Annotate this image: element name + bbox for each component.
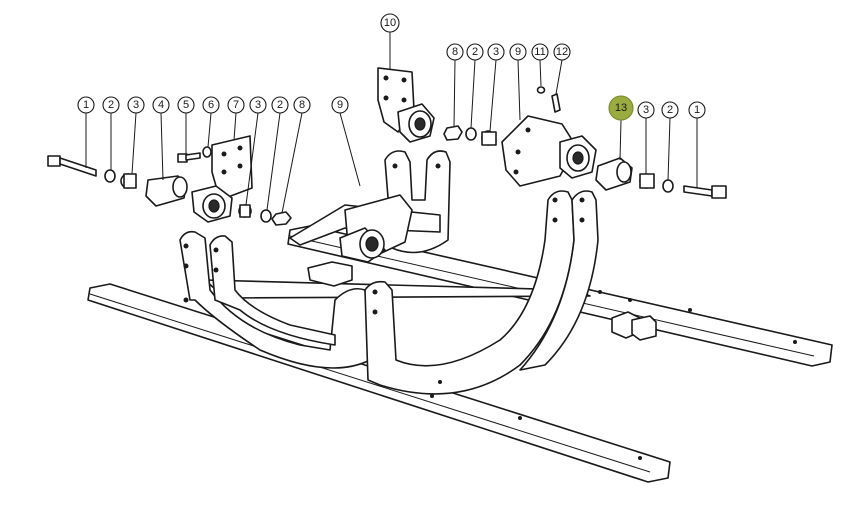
center-engine-mount bbox=[339, 194, 413, 263]
callout-12: 12 bbox=[553, 43, 571, 61]
callout-8: 8 bbox=[446, 43, 464, 61]
callout-label: 2 bbox=[277, 99, 283, 111]
callout-1: 1 bbox=[77, 96, 95, 114]
callout-label: 12 bbox=[556, 46, 568, 58]
callout-10: 10 bbox=[380, 13, 400, 33]
callout-label: 3 bbox=[643, 104, 649, 116]
callout-label: 9 bbox=[337, 99, 343, 111]
callout-3: 3 bbox=[487, 43, 505, 61]
callout-2: 2 bbox=[661, 101, 679, 119]
callout-label: 11 bbox=[534, 46, 545, 58]
callout-label: 3 bbox=[133, 99, 139, 111]
callout-9: 9 bbox=[331, 96, 349, 114]
callout-label: 13 bbox=[615, 102, 627, 114]
callout-3: 3 bbox=[249, 96, 267, 114]
callout-label: 6 bbox=[208, 99, 214, 111]
callout-3: 3 bbox=[637, 101, 655, 119]
callout-label: 4 bbox=[158, 99, 164, 111]
callout-label: 10 bbox=[384, 17, 396, 29]
callout-6: 6 bbox=[202, 96, 220, 114]
callout-label: 5 bbox=[183, 99, 189, 111]
callout-2: 2 bbox=[271, 96, 289, 114]
callout-label: 8 bbox=[299, 99, 305, 111]
callout-label: 2 bbox=[667, 104, 673, 116]
callout-label: 2 bbox=[472, 46, 478, 58]
callout-label: 8 bbox=[452, 46, 458, 58]
callout-1: 1 bbox=[688, 101, 706, 119]
callout-13-highlighted[interactable]: 13 bbox=[608, 95, 634, 121]
callout-7: 7 bbox=[227, 96, 245, 114]
callout-3: 3 bbox=[127, 96, 145, 114]
chassis-frame bbox=[87, 150, 833, 483]
right-mount-assembly bbox=[443, 86, 727, 199]
left-mount-assembly bbox=[47, 135, 292, 226]
leader-lines bbox=[85, 31, 698, 214]
callout-4: 4 bbox=[152, 96, 170, 114]
callout-8: 8 bbox=[293, 96, 311, 114]
callout-label: 2 bbox=[108, 99, 114, 111]
callout-11: 11 bbox=[531, 43, 549, 61]
callout-label: 1 bbox=[694, 104, 700, 116]
callout-2: 2 bbox=[466, 43, 484, 61]
callout-label: 3 bbox=[255, 99, 261, 111]
callouts: 1 2 3 4 5 6 7 3 2 8 9 10 8 2 3 9 11 12 1… bbox=[77, 13, 706, 121]
top-bracket-assembly bbox=[377, 67, 435, 143]
callout-2: 2 bbox=[102, 96, 120, 114]
callout-9: 9 bbox=[509, 43, 527, 61]
callout-label: 3 bbox=[493, 46, 499, 58]
callout-label: 1 bbox=[83, 99, 89, 111]
callout-label: 9 bbox=[515, 46, 521, 58]
callout-5: 5 bbox=[177, 96, 195, 114]
callout-label: 7 bbox=[233, 99, 239, 111]
